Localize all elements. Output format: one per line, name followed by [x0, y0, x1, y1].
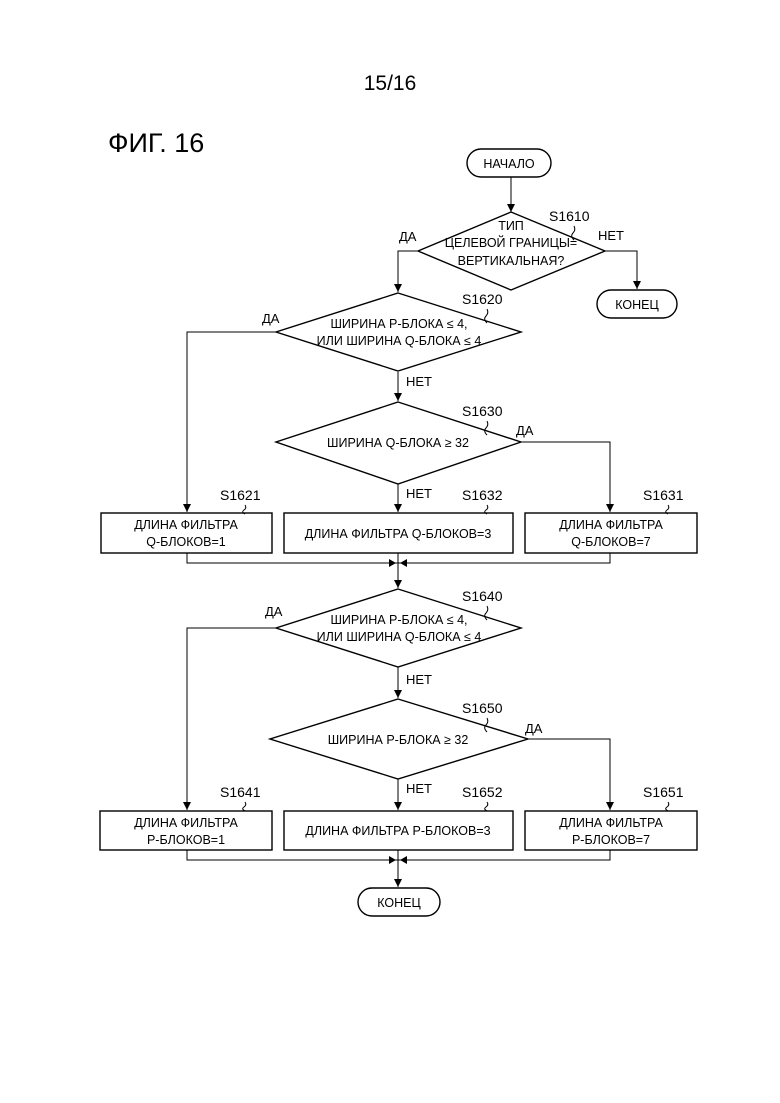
process-s1631-line-1: ДЛИНА ФИЛЬТРА	[559, 518, 663, 532]
arrowhead	[633, 281, 641, 289]
process-s1631-line-2: Q-БЛОКОВ=7	[571, 535, 651, 549]
start-terminal: НАЧАЛО	[467, 149, 551, 177]
edge-label-yes-1630: ДА	[516, 423, 534, 438]
arrowhead	[394, 580, 402, 588]
connector-1640-yes	[187, 628, 276, 810]
step-label-s1650: S1650	[462, 700, 503, 716]
process-s1632: ДЛИНА ФИЛЬТРА Q-БЛОКОВ=3	[284, 513, 513, 553]
end-label-bottom: КОНЕЦ	[377, 896, 421, 910]
decision-s1640-line-2: ИЛИ ШИРИНА Q-БЛОКА ≤ 4	[317, 630, 482, 644]
step-label-s1610: S1610	[549, 208, 590, 224]
arrowhead	[394, 393, 402, 401]
process-s1641-line-1: ДЛИНА ФИЛЬТРА	[134, 816, 238, 830]
arrowhead	[400, 856, 407, 864]
arrowhead	[389, 856, 396, 864]
step-label-s1621: S1621	[220, 487, 261, 503]
decision-s1630-line-1: ШИРИНА Q-БЛОКА ≥ 32	[327, 436, 469, 450]
edge-label-yes-1620: ДА	[262, 311, 280, 326]
step-label-s1632: S1632	[462, 487, 503, 503]
process-s1651-line-1: ДЛИНА ФИЛЬТРА	[559, 816, 663, 830]
connector-1620-yes	[187, 332, 276, 512]
process-s1652: ДЛИНА ФИЛЬТРА P-БЛОКОВ=3	[284, 811, 513, 850]
arrowhead	[394, 504, 402, 512]
decision-s1610-line-3: ВЕРТИКАЛЬНАЯ?	[458, 254, 565, 268]
process-s1641: ДЛИНА ФИЛЬТРА P-БЛОКОВ=1	[100, 811, 272, 850]
start-label: НАЧАЛО	[483, 157, 535, 171]
edge-label-yes-1640: ДА	[265, 604, 283, 619]
process-s1631: ДЛИНА ФИЛЬТРА Q-БЛОКОВ=7	[525, 513, 697, 553]
edge-label-no-1650: НЕТ	[406, 781, 432, 796]
process-s1651-line-2: P-БЛОКОВ=7	[572, 833, 650, 847]
decision-s1620-line-1: ШИРИНА P-БЛОКА ≤ 4,	[330, 317, 467, 331]
arrowhead	[389, 559, 396, 567]
connector-1630-yes	[521, 442, 610, 512]
process-s1621: ДЛИНА ФИЛЬТРА Q-БЛОКОВ=1	[101, 513, 272, 553]
process-s1621-line-1: ДЛИНА ФИЛЬТРА	[134, 518, 238, 532]
decision-s1650-line-1: ШИРИНА P-БЛОКА ≥ 32	[328, 733, 469, 747]
process-s1652-line-1: ДЛИНА ФИЛЬТРА P-БЛОКОВ=3	[305, 824, 490, 838]
leader-s1641	[243, 802, 246, 811]
step-label-s1652: S1652	[462, 784, 503, 800]
decision-s1610-line-2: ЦЕЛЕВОЙ ГРАНИЦЫ=	[445, 235, 577, 250]
step-label-s1651: S1651	[643, 784, 684, 800]
arrowhead	[394, 690, 402, 698]
arrowhead	[606, 802, 614, 810]
page-number: 15/16	[364, 72, 417, 95]
arrowhead	[400, 559, 407, 567]
end-terminal-bottom: КОНЕЦ	[358, 888, 440, 916]
step-label-s1620: S1620	[462, 291, 503, 307]
edge-label-yes-1610: ДА	[399, 229, 417, 244]
process-s1621-line-2: Q-БЛОКОВ=1	[146, 535, 226, 549]
arrowhead	[507, 204, 515, 212]
figure-label: ФИГ. 16	[108, 128, 204, 158]
edge-label-no-1640: НЕТ	[406, 672, 432, 687]
decision-s1640-line-1: ШИРИНА P-БЛОКА ≤ 4,	[330, 613, 467, 627]
arrowhead	[394, 284, 402, 292]
arrowhead	[394, 879, 402, 887]
step-label-s1641: S1641	[220, 784, 261, 800]
edge-label-no-1610: НЕТ	[598, 228, 624, 243]
edge-label-yes-1650: ДА	[525, 721, 543, 736]
end-label-top: КОНЕЦ	[615, 298, 659, 312]
process-s1641-line-2: P-БЛОКОВ=1	[147, 833, 225, 847]
process-s1651: ДЛИНА ФИЛЬТРА P-БЛОКОВ=7	[525, 811, 697, 850]
decision-s1620-line-2: ИЛИ ШИРИНА Q-БЛОКА ≤ 4	[317, 334, 482, 348]
leader-s1651	[666, 802, 669, 811]
connector-1650-yes	[528, 739, 610, 810]
arrowhead	[183, 802, 191, 810]
edge-label-no-1630: НЕТ	[406, 486, 432, 501]
connector-1610-no	[605, 251, 637, 289]
leader-s1652	[485, 802, 488, 811]
step-label-s1640: S1640	[462, 588, 503, 604]
arrowhead	[394, 802, 402, 810]
step-label-s1631: S1631	[643, 487, 684, 503]
arrowhead	[606, 504, 614, 512]
decision-s1610-line-1: ТИП	[498, 219, 524, 233]
process-s1632-line-1: ДЛИНА ФИЛЬТРА Q-БЛОКОВ=3	[305, 527, 492, 541]
step-label-s1630: S1630	[462, 403, 503, 419]
edge-label-no-1620: НЕТ	[406, 374, 432, 389]
end-terminal-top: КОНЕЦ	[597, 290, 677, 318]
arrowhead	[183, 504, 191, 512]
